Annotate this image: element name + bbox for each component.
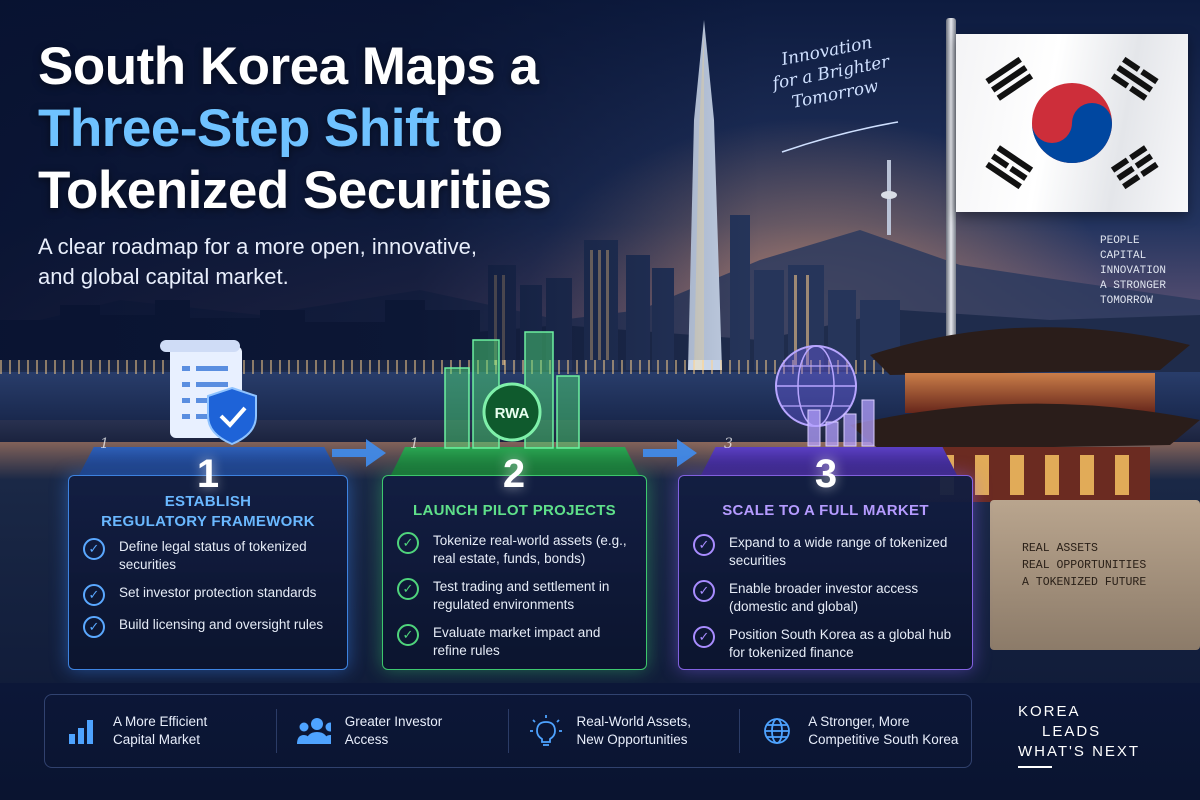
buildings-icon: RWA xyxy=(444,331,580,449)
checkmark-icon: ✓ xyxy=(693,580,715,602)
list-item: ✓ Define legal status of tokenized secur… xyxy=(83,538,337,574)
document-shield-icon xyxy=(160,340,257,446)
list-item: ✓ Evaluate market impact and refine rule… xyxy=(397,624,636,660)
list-item: ✓ Enable broader investor access (domest… xyxy=(693,580,962,616)
checkmark-icon: ✓ xyxy=(693,534,715,556)
brand-underline xyxy=(1018,766,1052,768)
step-2-number: 2 xyxy=(502,452,526,496)
list-item: ✓ Test trading and settlement in regulat… xyxy=(397,578,636,614)
arrow-right-icon xyxy=(332,439,386,467)
step-3-pedestal-number: 3 xyxy=(724,436,733,452)
step-1-number: 1 xyxy=(196,452,220,496)
checkmark-icon: ✓ xyxy=(83,616,105,638)
palace-gate xyxy=(850,327,1200,502)
step-3-pedestal xyxy=(700,447,958,477)
title-highlight: Three-Step Shift xyxy=(38,99,440,158)
slogan-underline xyxy=(781,121,899,153)
page-title: South Korea Maps a Three-Step Shift to T… xyxy=(38,37,552,220)
flag-pole xyxy=(946,18,956,348)
stone-wall xyxy=(990,500,1200,650)
step-1-title: ESTABLISH REGULATORY FRAMEWORK xyxy=(101,493,315,530)
lightbulb-icon xyxy=(529,714,563,748)
brand-tagline: KOREA LEADS WHAT'S NEXT xyxy=(1018,703,1141,760)
step-1-pedestal-number: 1 xyxy=(100,436,109,452)
list-item: ✓ Expand to a wide range of tokenized se… xyxy=(693,534,962,570)
footer-bar xyxy=(0,683,1200,800)
page-subtitle: A clear roadmap for a more open, innovat… xyxy=(38,234,478,289)
step-3-card: SCALE TO A FULL MARKET ✓ Expand to a wid… xyxy=(678,475,973,670)
step-1-card: ESTABLISH REGULATORY FRAMEWORK ✓ Define … xyxy=(68,475,348,670)
list-item: ✓ Tokenize real-world assets (e.g., real… xyxy=(397,532,636,568)
step-3-number: 3 xyxy=(814,452,838,496)
arrow-right-icon xyxy=(643,439,697,467)
step-2-card: LAUNCH PILOT PROJECTS ✓ Tokenize real-wo… xyxy=(382,475,647,670)
step-3-title: SCALE TO A FULL MARKET xyxy=(722,502,929,519)
list-item: ✓ Position South Korea as a global hub f… xyxy=(693,626,962,662)
globe-chart-icon xyxy=(775,345,875,447)
korean-flag xyxy=(956,34,1188,212)
step-2-pedestal-number: 1 xyxy=(410,436,419,452)
globe-icon xyxy=(760,714,794,748)
checkmark-icon: ✓ xyxy=(397,578,419,600)
list-item: ✓ Build licensing and oversight rules xyxy=(83,616,337,638)
list-item: ✓ Set investor protection standards xyxy=(83,584,337,606)
step-2-title: LAUNCH PILOT PROJECTS xyxy=(413,502,616,519)
checkmark-icon: ✓ xyxy=(83,538,105,560)
rwa-badge: RWA xyxy=(495,405,530,422)
checkmark-icon: ✓ xyxy=(397,624,419,646)
checkmark-icon: ✓ xyxy=(397,532,419,554)
checkmark-icon: ✓ xyxy=(83,584,105,606)
people-icon xyxy=(296,714,331,748)
step-1-pedestal xyxy=(78,447,340,477)
side-caption: PEOPLE CAPITAL INNOVATION A STRONGER TOM… xyxy=(1100,235,1167,307)
benefit-item: Real-World Assets,New Opportunities xyxy=(507,709,740,753)
wall-inscription: REAL ASSETS REAL OPPORTUNITIES A TOKENIZ… xyxy=(1022,542,1147,589)
bar-chart-icon xyxy=(65,714,99,748)
step-2-pedestal xyxy=(390,447,640,477)
checkmark-icon: ✓ xyxy=(693,626,715,648)
